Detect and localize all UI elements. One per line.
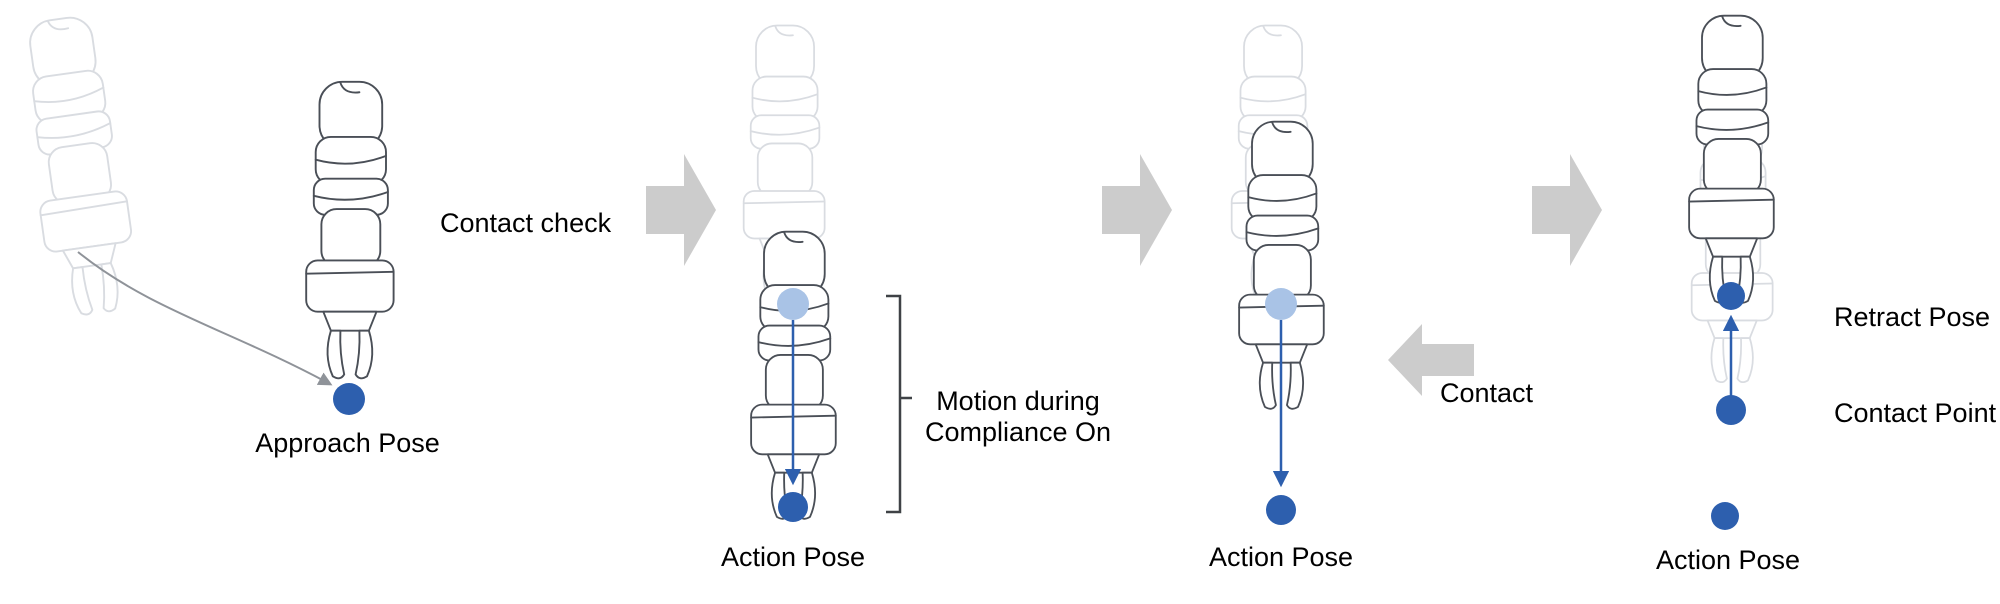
motion-range-bracket bbox=[886, 294, 912, 514]
action-pose-label-3: Action Pose bbox=[1208, 542, 1354, 572]
retract-pose-label: Retract Pose bbox=[1834, 302, 1991, 332]
contact-point-label: Contact Point bbox=[1834, 398, 1997, 428]
flow-arrow-1-icon bbox=[646, 154, 716, 266]
action-pose-dot-2 bbox=[778, 492, 808, 522]
action-pose-dot-3 bbox=[1266, 495, 1296, 525]
action-pose-dot-4 bbox=[1711, 502, 1739, 530]
action-pose-label-4: Action Pose bbox=[1655, 545, 1801, 575]
motion-annotation-line2: Compliance On bbox=[924, 417, 1112, 447]
approach-pose-dot bbox=[333, 383, 365, 415]
robot-arm-approach bbox=[305, 80, 395, 380]
robot-arm-ghost-start bbox=[13, 12, 143, 320]
start-pose-dot-light-3 bbox=[1265, 288, 1297, 320]
flow-arrow-3-icon bbox=[1532, 154, 1602, 266]
start-pose-dot-light bbox=[777, 288, 809, 320]
approach-trajectory-arrow bbox=[77, 251, 333, 386]
retract-pose-dot bbox=[1717, 282, 1745, 310]
contact-arrow-icon bbox=[1388, 324, 1474, 396]
motion-annotation-line1: Motion during bbox=[936, 386, 1100, 416]
contact-check-label: Contact check bbox=[440, 208, 612, 238]
contact-label: Contact bbox=[1440, 378, 1534, 408]
flow-arrow-2-icon bbox=[1102, 154, 1172, 266]
approach-pose-label: Approach Pose bbox=[255, 428, 440, 458]
action-pose-label-2: Action Pose bbox=[720, 542, 866, 572]
contact-point-dot bbox=[1716, 395, 1746, 425]
